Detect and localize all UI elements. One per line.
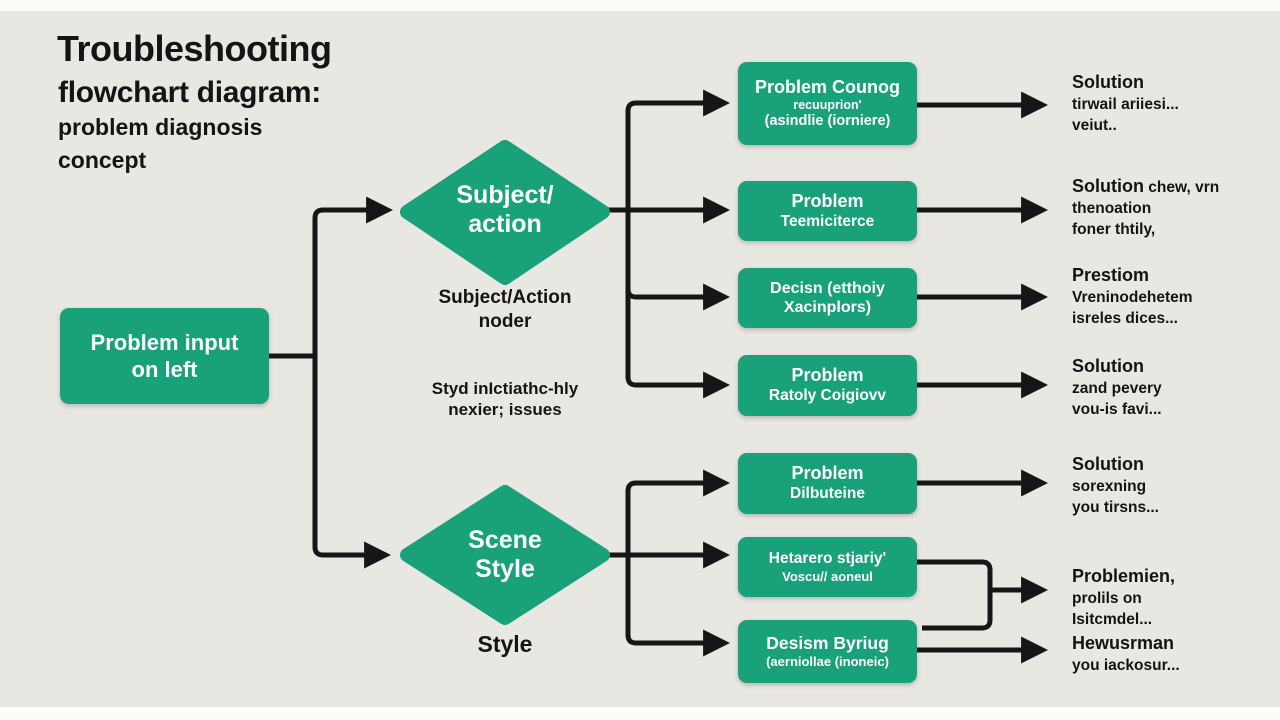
diamond1-label-line2: action — [468, 210, 542, 238]
node-label: Problem — [791, 190, 864, 211]
output-text-2: Solution chew, vrn thenoation foner thti… — [1072, 176, 1252, 240]
output-text-3: Prestiom Vreninodehetem isreles dices... — [1072, 265, 1252, 329]
node-label: Problem Counog — [755, 76, 900, 97]
node-box-1: Problem Counog recuuprion' (asindlie (io… — [738, 62, 917, 145]
node-label: Problem — [791, 365, 864, 386]
node-label: Xacinplors) — [783, 299, 872, 316]
node-label: Desism Byriug — [766, 633, 889, 654]
node-problem-input: Problem input on left — [60, 308, 269, 404]
output-title: Solution — [1072, 454, 1144, 474]
bracket-box6-box7 — [917, 559, 993, 631]
bottom-letterbox-bar — [0, 707, 1280, 720]
diamond1-label: Subject/ action — [410, 181, 600, 239]
output-text-5: Solution sorexning you tirsns... — [1072, 454, 1252, 518]
diamond1-caption: Subject/Action noder — [410, 286, 600, 334]
output-title: Prestiom — [1072, 265, 1150, 285]
node-box-5: Problem Dilbuteine — [738, 453, 917, 514]
output-text-7: Hewusrman you iackosur... — [1072, 633, 1252, 676]
output-line: prolils on — [1072, 590, 1142, 607]
output-line: isreles dices... — [1072, 310, 1178, 327]
output-line: zand pevery — [1072, 380, 1162, 397]
node-box-3: Decisn (etthoiy Xacinplors) — [738, 268, 917, 328]
diamond1-note: Styd inIctiathc-hly nexier; issues — [405, 378, 605, 420]
node-box-7: Desism Byriug (aerniollae (inoneic) — [738, 620, 917, 683]
arrow-diamond1-to-box1 — [625, 89, 731, 210]
arrow-connectors — [268, 89, 1049, 664]
page-subtitle: flowchart diagram: — [58, 76, 321, 109]
node-label: Problem input — [90, 330, 239, 355]
diamond-subject-action — [400, 140, 610, 285]
output-title-tail: chew, vrn — [1143, 179, 1220, 196]
node-label: (aerniollae (inoneic) — [766, 654, 889, 670]
output-line: tirwail ariiesi... — [1072, 96, 1179, 113]
arrow-diamond2-to-box7 — [625, 555, 731, 657]
diamond2-label-line1: Scene — [468, 526, 542, 554]
arrow-diamond2-to-box5 — [625, 469, 731, 555]
output-text-4: Solution zand pevery vou-is favi... — [1072, 356, 1252, 420]
output-title: Hewusrman — [1072, 633, 1175, 653]
page-subtitle-line2: problem diagnosis — [58, 114, 263, 140]
node-box-6: Hetarero stjariy' Voscu// aoneul — [738, 537, 917, 597]
caption-line: Subject/Action — [438, 287, 572, 308]
node-box-4: Problem Ratoly Coigiovv — [738, 355, 917, 416]
output-line: you tirsns... — [1072, 499, 1159, 516]
output-title: Solution — [1072, 176, 1144, 196]
node-box-2: Problem Teemiciterce — [738, 181, 917, 241]
node-label: Problem — [791, 463, 864, 484]
node-label: Ratoly Coigiovv — [768, 387, 887, 404]
page-title: Troubleshooting — [57, 28, 332, 69]
top-letterbox-bar — [0, 0, 1280, 11]
output-line: Isitcmdel... — [1072, 611, 1153, 628]
note-line: Styd inIctiathc-hly — [431, 379, 579, 398]
page-subtitle-line3: concept — [58, 147, 147, 173]
diamond2-label: Scene Style — [410, 526, 600, 584]
output-line: sorexning — [1072, 478, 1147, 495]
node-label: recuuprion' — [793, 98, 862, 113]
node-label: (asindlie (iorniere) — [764, 113, 891, 130]
arrow-diamond1-to-box3 — [625, 210, 731, 311]
diamond2-caption: Style — [477, 631, 533, 657]
diamond-scene-style — [400, 485, 610, 625]
arrow-input-to-diamond2 — [312, 356, 392, 569]
diamond2-label-line2: Style — [475, 555, 535, 583]
output-line: Vreninodehetem — [1072, 289, 1193, 306]
node-label: on left — [131, 357, 198, 382]
caption-line: noder — [478, 311, 532, 332]
node-label: Dilbuteine — [790, 485, 865, 502]
output-title: Problemien, — [1072, 566, 1176, 586]
output-line: veiut.. — [1072, 117, 1117, 134]
node-label: Voscu// aoneul — [782, 568, 873, 584]
arrow-diamond1-to-box4 — [625, 210, 731, 399]
output-title: Solution — [1072, 72, 1144, 92]
output-line: thenoation — [1072, 200, 1152, 217]
note-line: nexier; issues — [448, 400, 562, 419]
output-line: you iackosur... — [1072, 657, 1180, 674]
diamond1-label-line1: Subject/ — [456, 181, 554, 209]
output-text-1: Solution tirwail ariiesi... veiut.. — [1072, 72, 1252, 136]
node-label: Teemiciterce — [780, 212, 875, 230]
output-line: vou-is favi... — [1072, 401, 1162, 418]
output-text-6: Problemien, prolils on Isitcmdel... — [1072, 566, 1252, 630]
arrow-input-to-diamond1 — [312, 196, 394, 356]
decision-diamonds — [400, 140, 610, 625]
output-line: foner thtily, — [1072, 221, 1156, 238]
output-title: Solution — [1072, 356, 1144, 376]
node-label: Hetarero stjariy' — [768, 549, 887, 567]
node-label: Decisn (etthoiy — [770, 279, 885, 297]
